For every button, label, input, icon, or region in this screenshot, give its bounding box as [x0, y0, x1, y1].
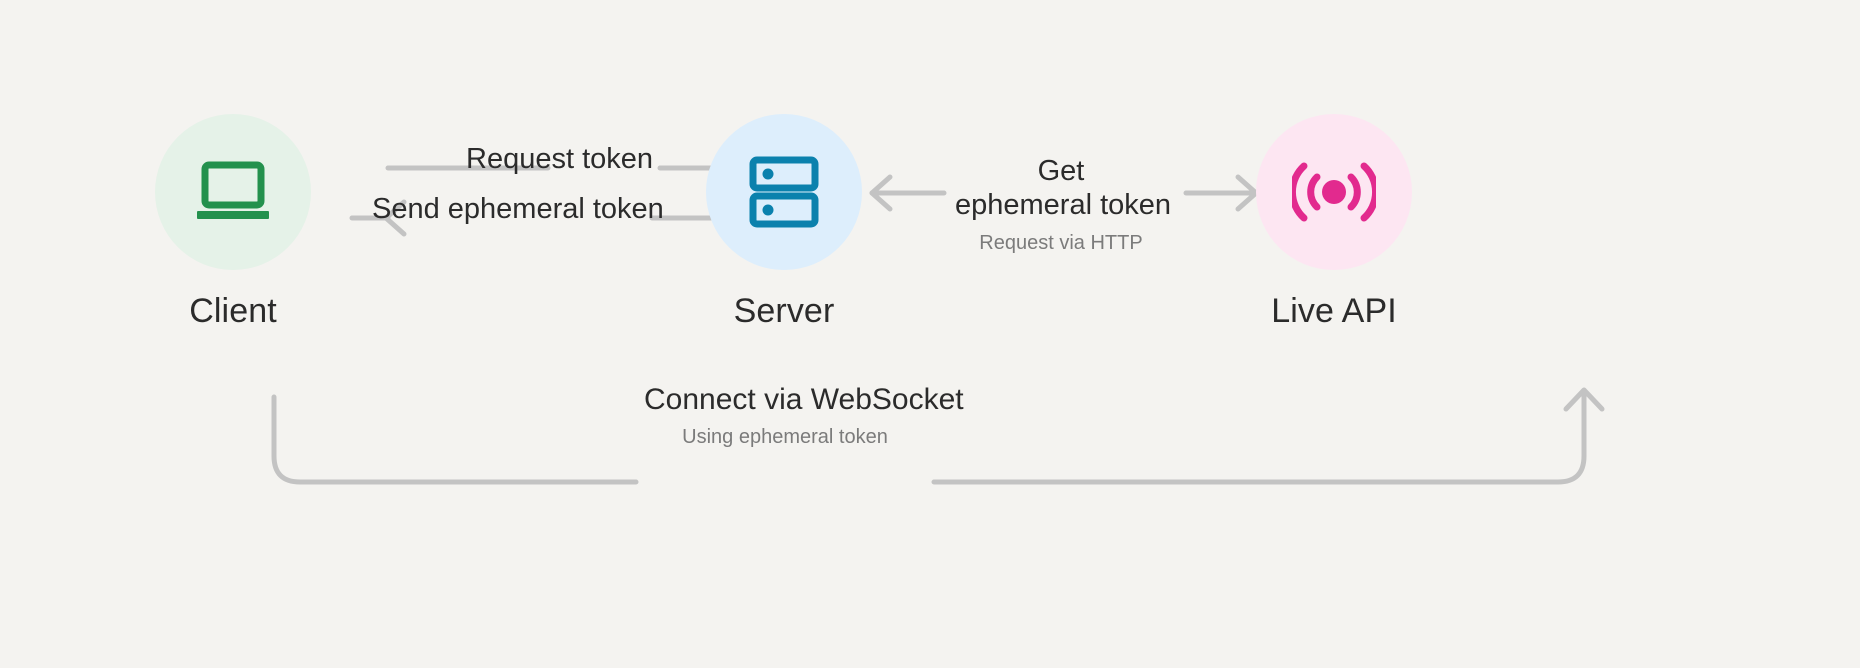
- client-icon-bubble: [155, 114, 311, 270]
- edge-sublabel-request-via-http: Request via HTTP: [979, 231, 1143, 254]
- server-icon-bubble: [706, 114, 862, 270]
- edge-connect-websocket-connector: [271, 387, 1605, 485]
- edge-label-get-ephemeral-token-line1: Get: [1037, 155, 1085, 187]
- server-rack-icon: [749, 156, 819, 228]
- edge-label-request-token: Request token: [466, 142, 654, 176]
- edge-sublabel-using-ephemeral-token: Using ephemeral token: [682, 426, 888, 449]
- node-client-label: Client: [189, 292, 277, 330]
- edge-label-request-token-text: Request token: [466, 143, 654, 175]
- edge-label-get-ephemeral-token-line2: ephemeral token: [955, 188, 1172, 221]
- laptop-icon: [197, 161, 269, 219]
- edge-label-connect-websocket-text: Connect via WebSocket: [644, 383, 964, 416]
- edge-send-ephemeral-token-connector: [349, 199, 715, 237]
- edge-label-send-ephemeral-token-text: Send ephemeral token: [372, 193, 664, 225]
- broadcast-icon: [1292, 162, 1376, 222]
- edge-label-send-ephemeral-token: Send ephemeral token: [372, 192, 664, 226]
- node-client[interactable]: Client: [155, 114, 311, 331]
- node-live-api-label: Live API: [1271, 292, 1397, 330]
- edge-label-get-ephemeral-token: Get ephemeral token Request via HTTP: [955, 155, 1172, 255]
- edge-label-connect-websocket: Connect via WebSocket Using ephemeral to…: [644, 382, 964, 449]
- liveapi-icon-bubble: [1256, 114, 1412, 270]
- node-server-label: Server: [733, 292, 835, 330]
- node-server[interactable]: Server: [706, 114, 862, 331]
- node-live-api[interactable]: Live API: [1256, 114, 1412, 331]
